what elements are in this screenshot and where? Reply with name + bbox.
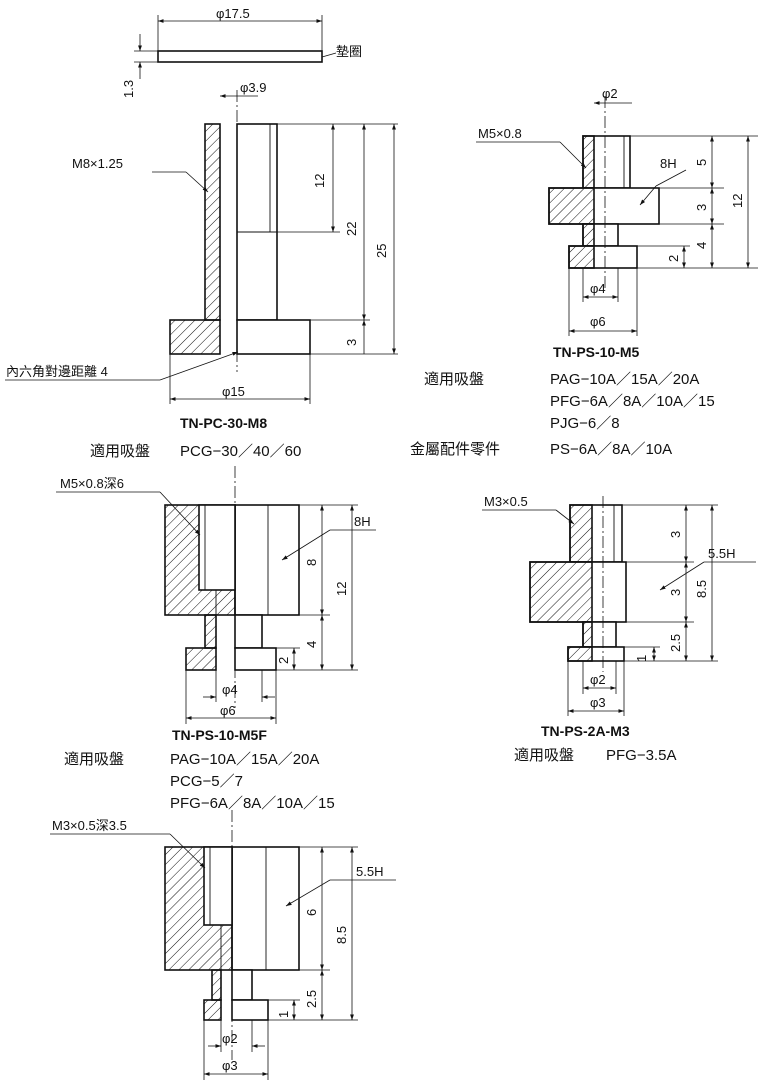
m5-flange-left	[568, 245, 595, 269]
m5f-flange-left	[185, 647, 217, 671]
m3-neck-left	[582, 621, 593, 648]
m5-suction-cup-1: PAG−10A／15A／20A	[550, 371, 699, 388]
m5-suction-cup-2: PFG−6A／8A／10A／15	[550, 393, 715, 410]
m5-dim-4-label: 4	[694, 242, 709, 249]
m3-suction-cups: PFG−3.5A	[606, 747, 676, 764]
thread-label: M8×1.25	[72, 156, 123, 171]
m3f-neck-left	[211, 969, 222, 1001]
m5-metal-label: 金屬配件零件	[410, 441, 500, 458]
m5f-dim-8-label: 8	[304, 559, 319, 566]
m3-hex-label: 5.5H	[708, 546, 735, 561]
m5-metal-parts: PS−6A／8A／10A	[550, 441, 672, 458]
m5-bore-outer-label: φ4	[590, 281, 606, 296]
m5f-model-label: TN-PS-10-M5F	[172, 727, 267, 743]
bore-label: φ3.9	[240, 80, 267, 95]
flange-right	[236, 319, 311, 355]
m3-dim-25-label: 2.5	[668, 634, 683, 652]
m5-thread-label: M5×0.8	[478, 126, 522, 141]
m3f-dim-1-label: 1	[276, 1011, 291, 1018]
washer	[157, 50, 323, 63]
m3f-flange-label: φ3	[222, 1058, 238, 1073]
m3-model-label: TN-PS-2A-M3	[541, 723, 630, 739]
m5f-suction-cup-1: PAG−10A／15A／20A	[170, 751, 319, 768]
m5f-hex-label: 8H	[354, 514, 371, 529]
m5-model-label: TN-PS-10-M5	[553, 344, 640, 360]
m5-dim-3-label: 3	[694, 204, 709, 211]
m3-flange-label: φ3	[590, 695, 606, 710]
m5f-suction-cup-2: PCG−5／7	[170, 773, 243, 790]
m5-bore-label: φ2	[602, 86, 618, 101]
m5-dim-5-label: 5	[694, 159, 709, 166]
part-tn-pc-30-m8: φ17.5 1.3 墊圈 φ3.9 M8×1.25 12 22	[5, 6, 398, 460]
m5-hex-left	[548, 187, 595, 225]
m3-dim-3b-label: 3	[668, 589, 683, 596]
m3f-dim-85-label: 8.5	[334, 926, 349, 944]
thread-shank-left	[204, 123, 221, 321]
flange-thickness-label: 3	[344, 339, 359, 346]
m5f-thread-label: M5×0.8深6	[60, 476, 124, 491]
suction-label: 適用吸盤	[90, 442, 150, 460]
flange-diameter-label: φ15	[222, 384, 245, 399]
hex-socket-label: 內六角對邊距離 4	[6, 364, 108, 379]
m3f-neck-right	[231, 969, 253, 1001]
m5-neck-left	[582, 223, 595, 247]
thread-shank-right	[236, 123, 278, 321]
body-length-label: 22	[344, 222, 359, 236]
total-length-label: 25	[374, 244, 389, 258]
m5f-tap-bore	[198, 504, 236, 591]
model-label: TN-PC-30-M8	[180, 415, 267, 431]
m5f-suction-cup-3: PFG−6A／8A／10A／15	[170, 795, 335, 812]
m5f-flange-label: φ6	[220, 703, 236, 718]
m5-suction-cup-3: PJG−6／8	[550, 415, 620, 432]
m3f-dim-25-label: 2.5	[304, 990, 319, 1008]
m3-thread-label: M3×0.5	[484, 494, 528, 509]
m5f-neck-left	[204, 614, 217, 649]
washer-thickness-label: 1.3	[121, 80, 136, 98]
m3f-tap-bore	[203, 846, 233, 926]
m3f-bore-label: φ2	[222, 1031, 238, 1046]
part-tn-ps-10-m5f: M5×0.8深6 8H 8 12 4 2 φ4 φ6 TN-PS-10-M5F …	[56, 466, 376, 812]
m5-suction-label: 適用吸盤	[424, 370, 484, 388]
m3-dim-1-label: 1	[634, 655, 649, 662]
m3-flange-left	[567, 646, 593, 662]
m3-thread-left	[569, 504, 593, 563]
m5f-hex-right	[234, 504, 300, 616]
m3-dim-85-label: 8.5	[694, 580, 709, 598]
flange-left	[169, 319, 221, 355]
suction-cups-value: PCG−30／40／60	[180, 443, 301, 460]
m3-suction-label: 適用吸盤	[514, 746, 574, 764]
m3-dim-3a-label: 3	[668, 531, 683, 538]
washer-diameter-label: φ17.5	[216, 6, 250, 21]
thread-length-label: 12	[312, 174, 327, 188]
m3f-hex-label: 5.5H	[356, 864, 383, 879]
m3f-flange-right	[231, 999, 269, 1021]
m5f-bore-outer-label: φ4	[222, 682, 238, 697]
part-tn-ps-10-m5: φ2 M5×0.8 8H 5 3 4 2 12 φ4 φ6 TN-PS-10-M…	[410, 86, 758, 458]
m5f-dim-2-label: 2	[276, 657, 291, 664]
washer-label: 墊圈	[336, 44, 362, 59]
m5-hex-label: 8H	[660, 156, 677, 171]
m3f-hex-right	[231, 846, 300, 971]
m3f-dim-6-label: 6	[304, 909, 319, 916]
m3f-flange-left	[203, 999, 222, 1021]
m5f-dim-12-label: 12	[334, 582, 349, 596]
m5-dim-12-label: 12	[730, 194, 745, 208]
m3-hex-left	[529, 561, 593, 623]
m5f-neck-right	[234, 614, 263, 649]
part-tn-ps-2a-m3: M3×0.5 5.5H 3 3 2.5 8.5 1 φ2 φ3 TN-PS-2A…	[482, 494, 756, 764]
m3f-thread-label: M3×0.5深3.5	[52, 818, 127, 833]
m5f-flange-right	[234, 647, 277, 671]
m5-thread-left	[582, 135, 595, 189]
m5-flange-label: φ6	[590, 314, 606, 329]
m3-bore-label: φ2	[590, 672, 606, 687]
m5f-suction-label: 適用吸盤	[64, 750, 124, 768]
m5f-dim-4-label: 4	[304, 641, 319, 648]
part-m3-female: M3×0.5深3.5 5.5H 6 8.5 2.5 1 φ2 φ3	[50, 810, 396, 1080]
m5-dim-2-label: 2	[666, 255, 681, 262]
